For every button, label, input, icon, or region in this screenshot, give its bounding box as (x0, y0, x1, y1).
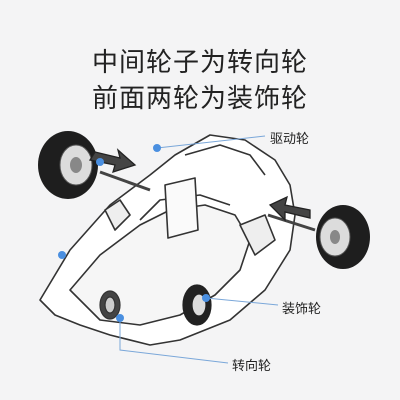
arrow-right-insert (268, 195, 311, 222)
axle-right (267, 213, 316, 232)
dot-drive-body (153, 144, 161, 152)
drive-wheel-left (38, 131, 98, 199)
headline-line-1: 中间轮子为转向轮 (91, 48, 308, 78)
axle-left (99, 170, 151, 192)
callout-decorative-wheel: 装饰轮 (282, 302, 322, 317)
dot-steer (116, 314, 124, 322)
dot-drive-left (96, 158, 104, 166)
dot-deco-left (58, 251, 66, 259)
callout-line-drive (156, 135, 266, 149)
callout-steering-wheel: 转向轮 (232, 359, 272, 374)
car-body (39, 134, 296, 346)
decorative-wheel-front (182, 284, 212, 326)
drive-wheel-right (316, 205, 370, 269)
steering-wheel (99, 290, 121, 320)
callout-dots (58, 144, 210, 322)
dot-deco-front (202, 294, 210, 302)
callout-drive-wheel: 驱动轮 (270, 132, 310, 147)
callout-lines (119, 135, 279, 364)
callout-line-steer (119, 318, 229, 364)
headline-line-2: 前面两轮为装饰轮 (91, 84, 308, 114)
callout-line-deco (205, 297, 279, 306)
arrow-left-insert (88, 148, 137, 173)
